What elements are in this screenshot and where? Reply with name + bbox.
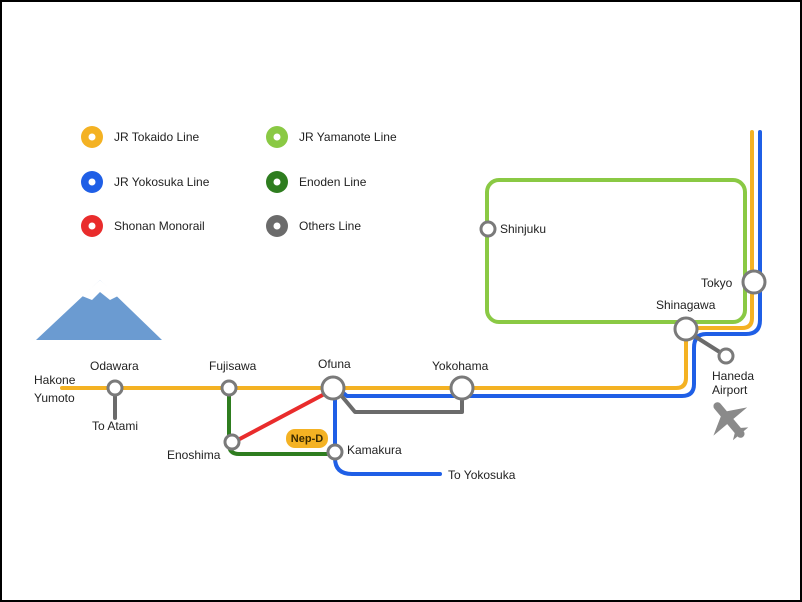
legend-label-yamanote: JR Yamanote Line xyxy=(299,130,397,144)
label-shinagawa: Shinagawa xyxy=(656,298,716,312)
label-ofuna: Ofuna xyxy=(318,357,351,371)
airplane-icon xyxy=(713,402,749,441)
stations xyxy=(106,220,767,461)
line-yokosuka xyxy=(333,130,762,476)
station-ofuna[interactable] xyxy=(320,375,346,401)
mount-fuji-icon xyxy=(36,280,162,340)
label-yokohama: Yokohama xyxy=(432,359,489,373)
label-kamakura: Kamakura xyxy=(347,443,402,457)
legend-label-enoden: Enoden Line xyxy=(299,175,367,189)
station-kamakura[interactable] xyxy=(326,443,344,461)
label-enoshima: Enoshima xyxy=(167,448,221,462)
legend-label-yokosuka: JR Yokosuka Line xyxy=(114,175,210,189)
line-others-yokohama xyxy=(333,386,464,414)
station-fujisawa[interactable] xyxy=(220,379,238,397)
legend-item-yamanote: JR Yamanote Line xyxy=(266,126,397,148)
station-labels: Hakone Yumoto Odawara To Atami Fujisawa … xyxy=(34,222,754,482)
legend-label-monorail: Shonan Monorail xyxy=(114,219,205,233)
label-tokyo: Tokyo xyxy=(701,276,733,290)
label-to-atami: To Atami xyxy=(92,419,138,433)
legend: JR Tokaido Line JR Yokosuka Line Shonan … xyxy=(81,126,397,237)
legend-item-others: Others Line xyxy=(266,215,361,237)
label-airport: Airport xyxy=(712,383,748,397)
legend-item-tokaido: JR Tokaido Line xyxy=(81,126,199,148)
nep-d-badge: Nep-D xyxy=(286,429,328,448)
station-haneda[interactable] xyxy=(717,347,735,365)
label-to-yokosuka: To Yokosuka xyxy=(448,468,516,482)
legend-item-monorail: Shonan Monorail xyxy=(81,215,205,237)
station-odawara[interactable] xyxy=(106,379,124,397)
station-shinagawa[interactable] xyxy=(673,316,699,342)
legend-label-others: Others Line xyxy=(299,219,361,233)
label-hakone: Hakone xyxy=(34,373,76,387)
line-tokaido xyxy=(60,130,754,390)
label-haneda: Haneda xyxy=(712,369,754,383)
label-fujisawa: Fujisawa xyxy=(209,359,257,373)
legend-item-enoden: Enoden Line xyxy=(266,171,367,193)
line-yamanote xyxy=(485,178,747,324)
legend-item-yokosuka: JR Yokosuka Line xyxy=(81,171,210,193)
station-enoshima[interactable] xyxy=(223,433,241,451)
badge-label: Nep-D xyxy=(291,433,323,445)
label-yumoto: Yumoto xyxy=(34,391,75,405)
station-tokyo[interactable] xyxy=(741,269,767,295)
line-monorail xyxy=(232,388,334,444)
station-yokohama[interactable] xyxy=(449,375,475,401)
legend-label-tokaido: JR Tokaido Line xyxy=(114,130,199,144)
label-shinjuku: Shinjuku xyxy=(500,222,546,236)
label-odawara: Odawara xyxy=(90,359,139,373)
station-shinjuku[interactable] xyxy=(479,220,497,238)
